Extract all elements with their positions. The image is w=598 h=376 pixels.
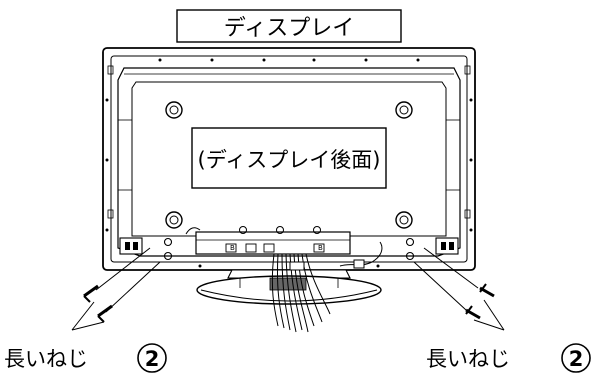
title-box: ディスプレイ <box>176 9 402 43</box>
long-screw-right-icon <box>413 247 505 331</box>
svg-text:B: B <box>230 244 235 252</box>
long-screw-left-icon <box>71 247 161 331</box>
stand <box>196 269 382 305</box>
callout-left-label: 長いねじ <box>4 347 88 371</box>
terminal-panel: B B <box>185 226 351 255</box>
callout-left-number: 2 <box>145 347 160 371</box>
callout-right-number: 2 <box>569 347 584 371</box>
screw-hole-icon <box>163 237 415 261</box>
mount-hole-icon <box>165 101 413 229</box>
title-label: ディスプレイ <box>224 16 354 41</box>
rear-label: (ディスプレイ後面) <box>198 148 381 172</box>
callout-left: 長いねじ 2 <box>4 343 167 373</box>
side-jack-right <box>435 237 459 255</box>
side-jack-left <box>119 237 143 255</box>
cable-bundle <box>271 241 383 333</box>
callout-right-label: 長いねじ <box>426 347 510 371</box>
rear-label-box: (ディスプレイ後面) <box>191 127 387 189</box>
callout-right: 長いねじ 2 <box>426 343 591 373</box>
svg-text:B: B <box>318 244 323 252</box>
